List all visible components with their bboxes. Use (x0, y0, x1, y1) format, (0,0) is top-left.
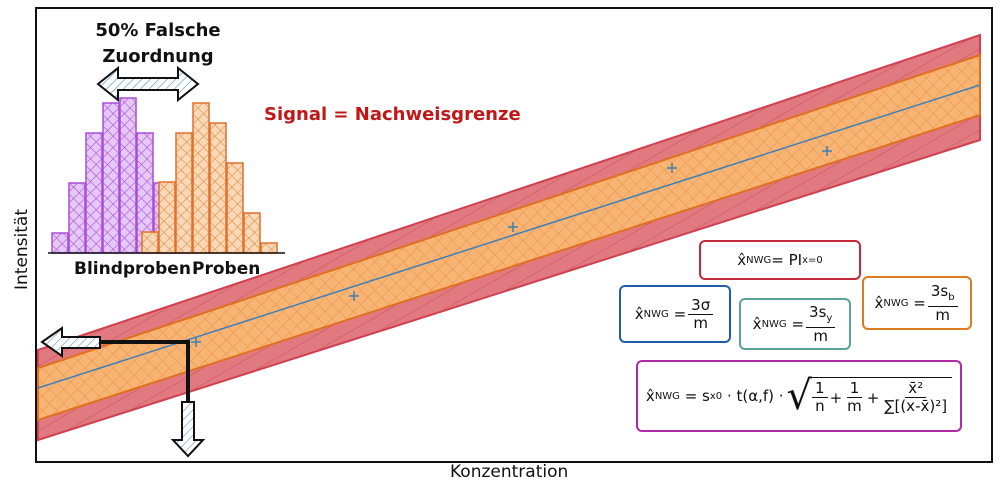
formula-eq: = (791, 315, 805, 333)
formula-lhs: x̂ (737, 251, 747, 269)
x-axis-label: Konzentration (450, 462, 569, 482)
formula-sub: NWG (883, 297, 909, 309)
formula-lhs: x̂ (874, 294, 884, 312)
formula-lhs: x̂ (645, 387, 655, 405)
formula-s-sub: x0 (709, 390, 723, 402)
arrow-down-icon (170, 401, 206, 458)
formula-eq: = (673, 305, 687, 323)
calibration-point (667, 163, 677, 173)
formula-sub: NWG (654, 390, 680, 402)
formula-t-term: · t(α,f) · (726, 387, 784, 405)
double-arrow-icon (96, 65, 200, 103)
lod-connector (40, 326, 206, 458)
signal-annotation: Signal = Nachweisgrenze (264, 104, 521, 125)
calibration-point (191, 337, 201, 347)
y-axis-label: Intensität (12, 208, 32, 290)
formula-sub: NWG (746, 254, 772, 266)
histogram-samples (141, 102, 278, 254)
calibration-point (822, 146, 832, 156)
formula-sub: NWG (643, 308, 669, 320)
label-samples: Proben (192, 259, 261, 279)
formula-eq: = s (684, 387, 710, 405)
sqrt-icon: √ (786, 373, 813, 419)
label-blank-samples: Blindproben (74, 259, 191, 279)
formula-lhs: x̂ (752, 315, 762, 333)
arrow-left-icon (40, 326, 101, 358)
calibration-point (508, 222, 518, 232)
calibration-point (349, 291, 359, 301)
plot-frame (35, 7, 993, 463)
formula-lhs: x̂ (634, 305, 644, 323)
histogram-title: 50% Falsche Zuordnung (95, 20, 221, 67)
confidence-band-inner (37, 53, 981, 422)
formula-eq: = PI (771, 251, 803, 269)
formula-sub: NWG (761, 318, 787, 330)
regression-line (37, 84, 981, 389)
formula-eq: = (913, 294, 926, 312)
formula-rhs-sub: x=0 (802, 254, 823, 266)
calibration-points (191, 146, 832, 347)
